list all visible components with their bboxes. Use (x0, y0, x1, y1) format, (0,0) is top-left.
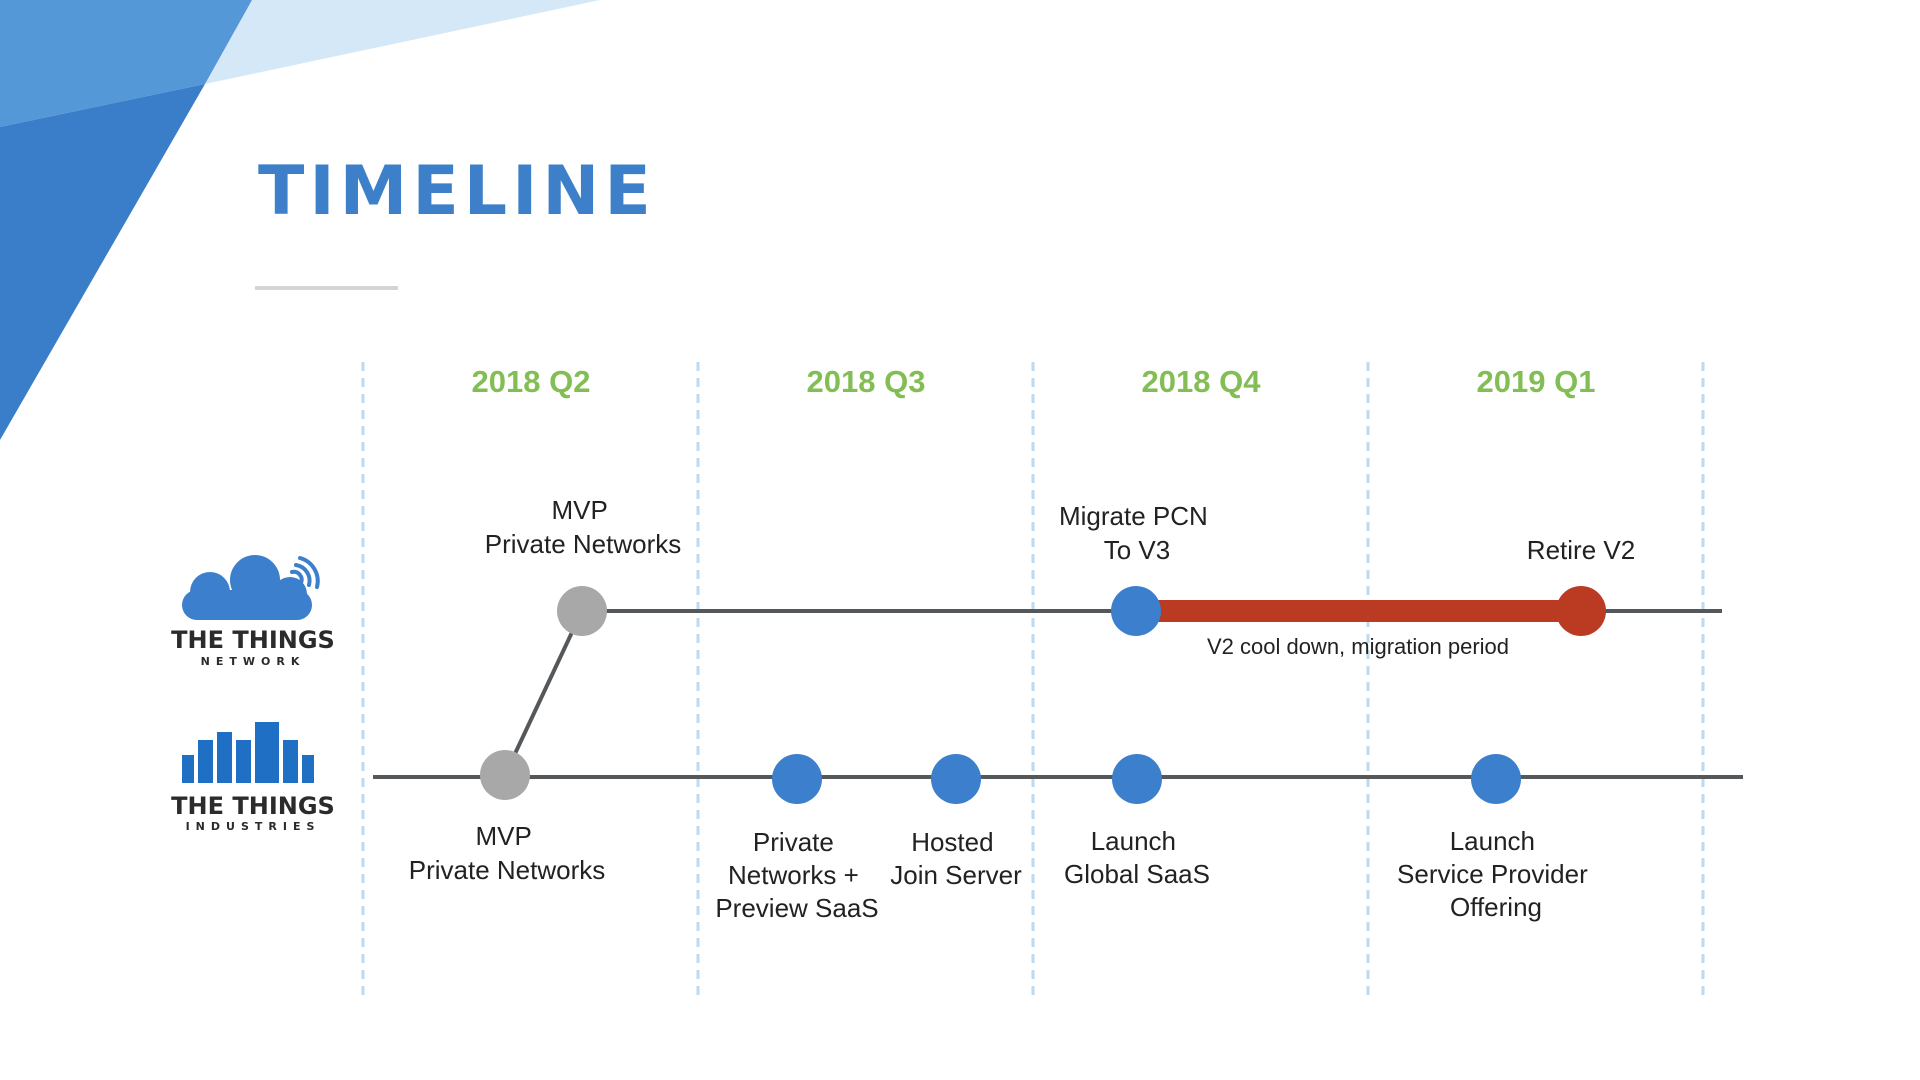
building-bars-icon (182, 722, 314, 783)
industries-service-provider-label: Launch Service Provider Offering (1397, 826, 1595, 922)
industries-logo-name: THE THINGS (171, 792, 335, 820)
label-line: Service Provider (1397, 859, 1588, 889)
industries-global-saas-label: Launch Global SaaS (1064, 826, 1210, 889)
network-logo-name: THE THINGS (171, 626, 335, 654)
industries-join-server-marker (931, 754, 981, 804)
label-line: Private Networks (409, 855, 606, 885)
mvp-connector-line (503, 610, 584, 776)
label-line: Preview SaaS (715, 893, 878, 923)
the-things-network-logo: THE THINGS NETWORK (171, 555, 335, 668)
label-line: Launch (1091, 826, 1176, 856)
label-line: Launch (1450, 826, 1535, 856)
label-line: MVP (475, 821, 531, 851)
label-line: Global SaaS (1064, 859, 1210, 889)
industries-mvp-marker (480, 750, 530, 800)
migration-period-note: V2 cool down, migration period (1207, 634, 1509, 659)
quarter-header-2019-q1: 2019 Q1 (1477, 364, 1596, 399)
label-line: Migrate PCN (1059, 501, 1208, 531)
network-mvp-marker (557, 586, 607, 636)
label-line: Offering (1450, 892, 1542, 922)
network-retire-marker (1556, 586, 1606, 636)
industries-private-preview-marker (772, 754, 822, 804)
industries-private-preview-label: Private Networks + Preview SaaS (715, 827, 878, 923)
label-line: Hosted (911, 827, 993, 857)
label-line: MVP (551, 495, 607, 525)
quarter-header-2018-q4: 2018 Q4 (1142, 364, 1262, 399)
industries-join-server-label: Hosted Join Server (890, 827, 1022, 890)
page-title: TIMELINE (258, 152, 656, 231)
label-line: Join Server (890, 860, 1022, 890)
label-line: To V3 (1104, 535, 1171, 565)
quarter-header-2018-q2: 2018 Q2 (472, 364, 591, 399)
network-retire-label: Retire V2 (1527, 535, 1635, 565)
industries-logo-sub: INDUSTRIES (186, 820, 321, 833)
industries-mvp-label: MVP Private Networks (409, 821, 606, 885)
industries-global-saas-marker (1112, 754, 1162, 804)
network-migrate-marker (1111, 586, 1161, 636)
cloud-icon (182, 555, 312, 620)
label-line: Private (753, 827, 834, 857)
industries-service-provider-marker (1471, 754, 1521, 804)
network-logo-sub: NETWORK (201, 655, 306, 668)
the-things-industries-logo: THE THINGS INDUSTRIES (171, 722, 335, 833)
signal-icon (290, 556, 320, 589)
quarter-dividers (361, 362, 1705, 1000)
quarter-header-2018-q3: 2018 Q3 (807, 364, 926, 399)
network-mvp-label: MVP Private Networks (485, 495, 682, 559)
label-line: Retire V2 (1527, 535, 1635, 565)
title-underline (255, 286, 398, 290)
label-line: Private Networks (485, 529, 682, 559)
label-line: Networks + (728, 860, 859, 890)
network-migrate-label: Migrate PCN To V3 (1059, 501, 1215, 565)
